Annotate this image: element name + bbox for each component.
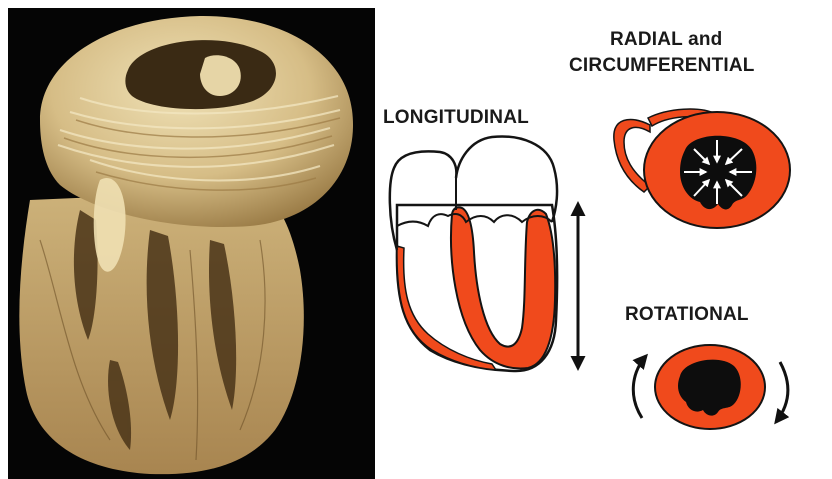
rotational-panel: ROTATIONAL: [625, 304, 788, 429]
rotation-arrow-right: [776, 362, 788, 422]
heart-specimen-photo: [8, 8, 375, 479]
longitudinal-label: LONGITUDINAL: [383, 107, 529, 128]
rotational-label: ROTATIONAL: [625, 304, 749, 325]
rotation-arrow-left: [633, 356, 646, 418]
heart-long-axis-section-icon: [390, 136, 557, 371]
longitudinal-panel: LONGITUDINAL: [383, 107, 578, 371]
heart-short-axis-inward-arrows-icon: [614, 109, 790, 228]
radial-label-line1: RADIAL and: [610, 29, 722, 50]
radial-panel: RADIAL and CIRCUMFERENTIAL: [569, 29, 790, 228]
radial-label-line2: CIRCUMFERENTIAL: [569, 55, 755, 76]
heart-short-axis-rotation-icon: [633, 345, 788, 429]
